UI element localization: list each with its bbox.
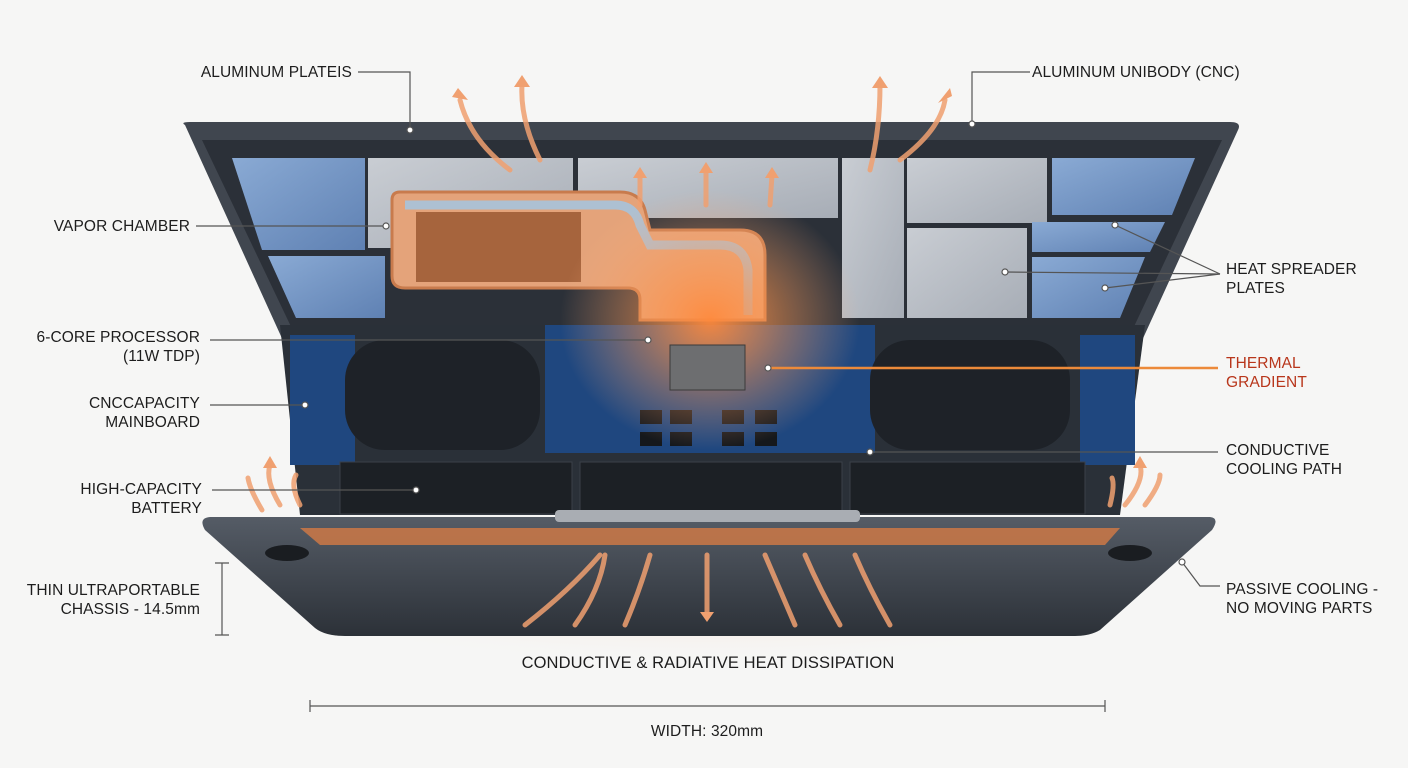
thermal-glow	[560, 190, 860, 450]
foot-left	[265, 545, 309, 561]
label-heat-spreader-plates: HEAT SPREADER PLATES	[1226, 260, 1357, 298]
label-line: MAINBOARD	[105, 414, 200, 431]
label-line: NO MOVING PARTS	[1226, 600, 1373, 617]
label-battery: HIGH-CAPACITY BATTERY	[80, 480, 202, 518]
heat-arrowheads	[263, 75, 1147, 622]
leader-dots	[301, 120, 1186, 566]
label-passive-cooling: PASSIVE COOLING - NO MOVING PARTS	[1226, 580, 1378, 618]
label-line: HEAT SPREADER	[1226, 261, 1357, 278]
foot-right	[1108, 545, 1152, 561]
speaker-right	[870, 340, 1070, 450]
label-line: HIGH-CAPACITY	[80, 481, 202, 498]
label-line: THERMAL	[1226, 355, 1301, 372]
label-line: CHASSIS - 14.5mm	[60, 601, 200, 618]
leader-lines	[196, 71, 1221, 712]
label-aluminum-unibody: ALUMINUM UNIBODY (CNC)	[1032, 64, 1240, 81]
label-line: GRADIENT	[1226, 374, 1307, 391]
processor-die	[669, 344, 746, 391]
label-chassis-thickness: THIN ULTRAPORTABLE CHASSIS - 14.5mm	[27, 581, 200, 619]
speaker-left	[345, 340, 540, 450]
label-line: COOLING PATH	[1226, 461, 1343, 478]
label-heat-dissipation: CONDUCTIVE & RADIATIVE HEAT DISSIPATION	[521, 654, 895, 672]
label-aluminum-plates: ALUMINUM PLATEIS	[200, 64, 352, 81]
label-line: PASSIVE COOLING -	[1226, 581, 1379, 598]
label-thermal-gradient: THERMAL GRADIENT	[1226, 354, 1307, 392]
label-vapor-chamber: VAPOR CHAMBER	[53, 218, 190, 235]
label-line: (11W TDP)	[123, 348, 200, 365]
label-processor: 6-CORE PROCESSOR (11W TDP)	[36, 328, 200, 366]
label-line: BATTERY	[131, 500, 202, 517]
label-line: THIN ULTRAPORTABLE	[26, 582, 200, 599]
battery-cells	[339, 461, 1086, 515]
base-heat-band	[300, 528, 1120, 545]
left-board	[290, 335, 355, 465]
wick-mesh	[416, 212, 581, 282]
label-line: PLATES	[1226, 280, 1285, 297]
base-hinge	[555, 510, 860, 522]
label-mainboard: CNCCAPACITY MAINBOARD	[89, 394, 200, 432]
label-line: CONDUCTIVE	[1226, 442, 1330, 459]
label-line: CNCCAPACITY	[88, 395, 200, 412]
label-width-dimension: WIDTH: 320mm	[650, 723, 764, 740]
label-line: 6-CORE PROCESSOR	[36, 329, 200, 346]
label-conductive-cooling-path: CONDUCTIVE COOLING PATH	[1226, 441, 1342, 479]
right-board	[1080, 335, 1135, 465]
heat-arrows	[245, 82, 1163, 628]
